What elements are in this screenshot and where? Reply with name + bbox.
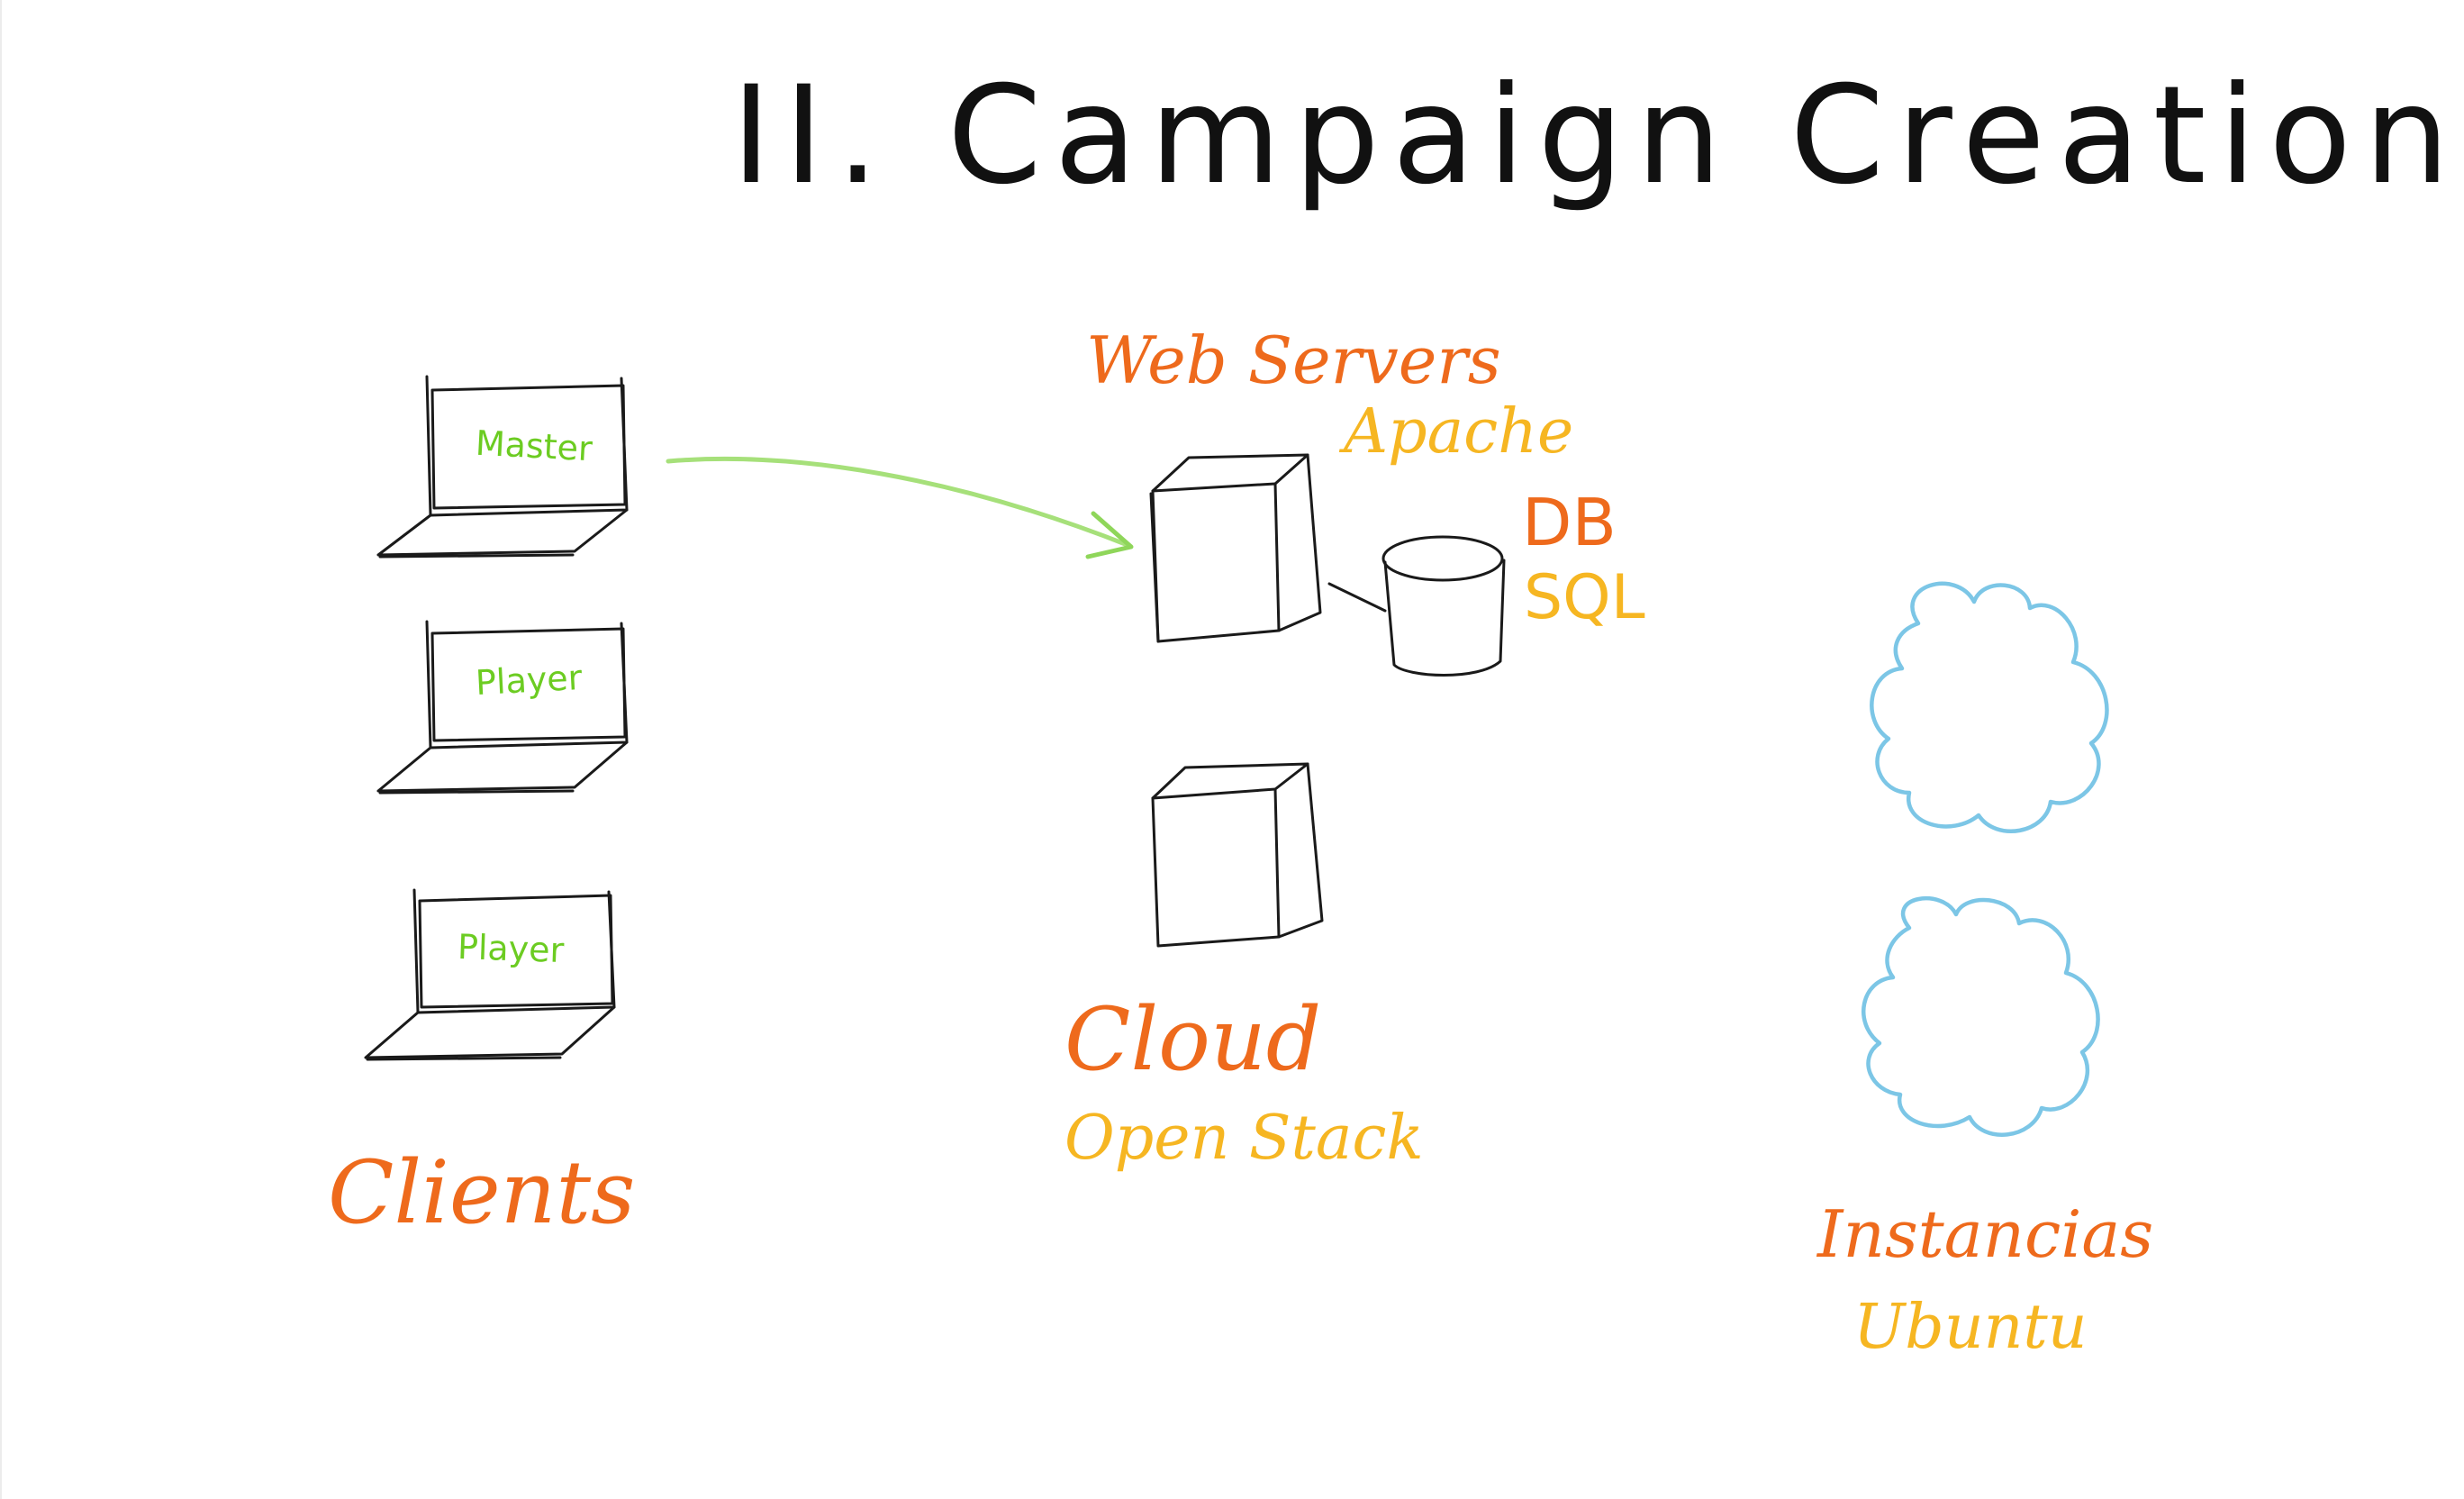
laptop-icon [364, 888, 616, 1061]
instancias-label: Instancias [1817, 1196, 2154, 1272]
apache-label: Apache [1344, 396, 1574, 468]
db-label: DB [1522, 485, 1617, 560]
laptop-icon [376, 375, 629, 559]
page-title: II. Campaign Creation [731, 58, 2463, 214]
open-stack-label: Open Stack [1064, 1103, 1424, 1174]
laptop-screen-label-player: Player [474, 657, 584, 704]
request-arrow [666, 456, 1134, 559]
cloud-icon [1870, 581, 2109, 833]
sql-label: SQL [1524, 562, 1645, 633]
laptop-icon [376, 620, 629, 795]
laptop-screen-label-master: Master [474, 422, 593, 469]
clients-label: Clients [328, 1142, 636, 1243]
server-db-connector [1327, 582, 1387, 613]
cloud-label: Cloud [1064, 989, 1322, 1090]
laptop-screen-label-player: Player [457, 926, 565, 971]
cloud-icon [1862, 896, 2100, 1137]
server-icon [1149, 453, 1322, 643]
ubuntu-label: Ubuntu [1853, 1292, 2088, 1363]
server-icon [1151, 762, 1324, 948]
web-servers-label: Web Servers [1086, 323, 1501, 398]
database-icon [1381, 535, 1506, 677]
